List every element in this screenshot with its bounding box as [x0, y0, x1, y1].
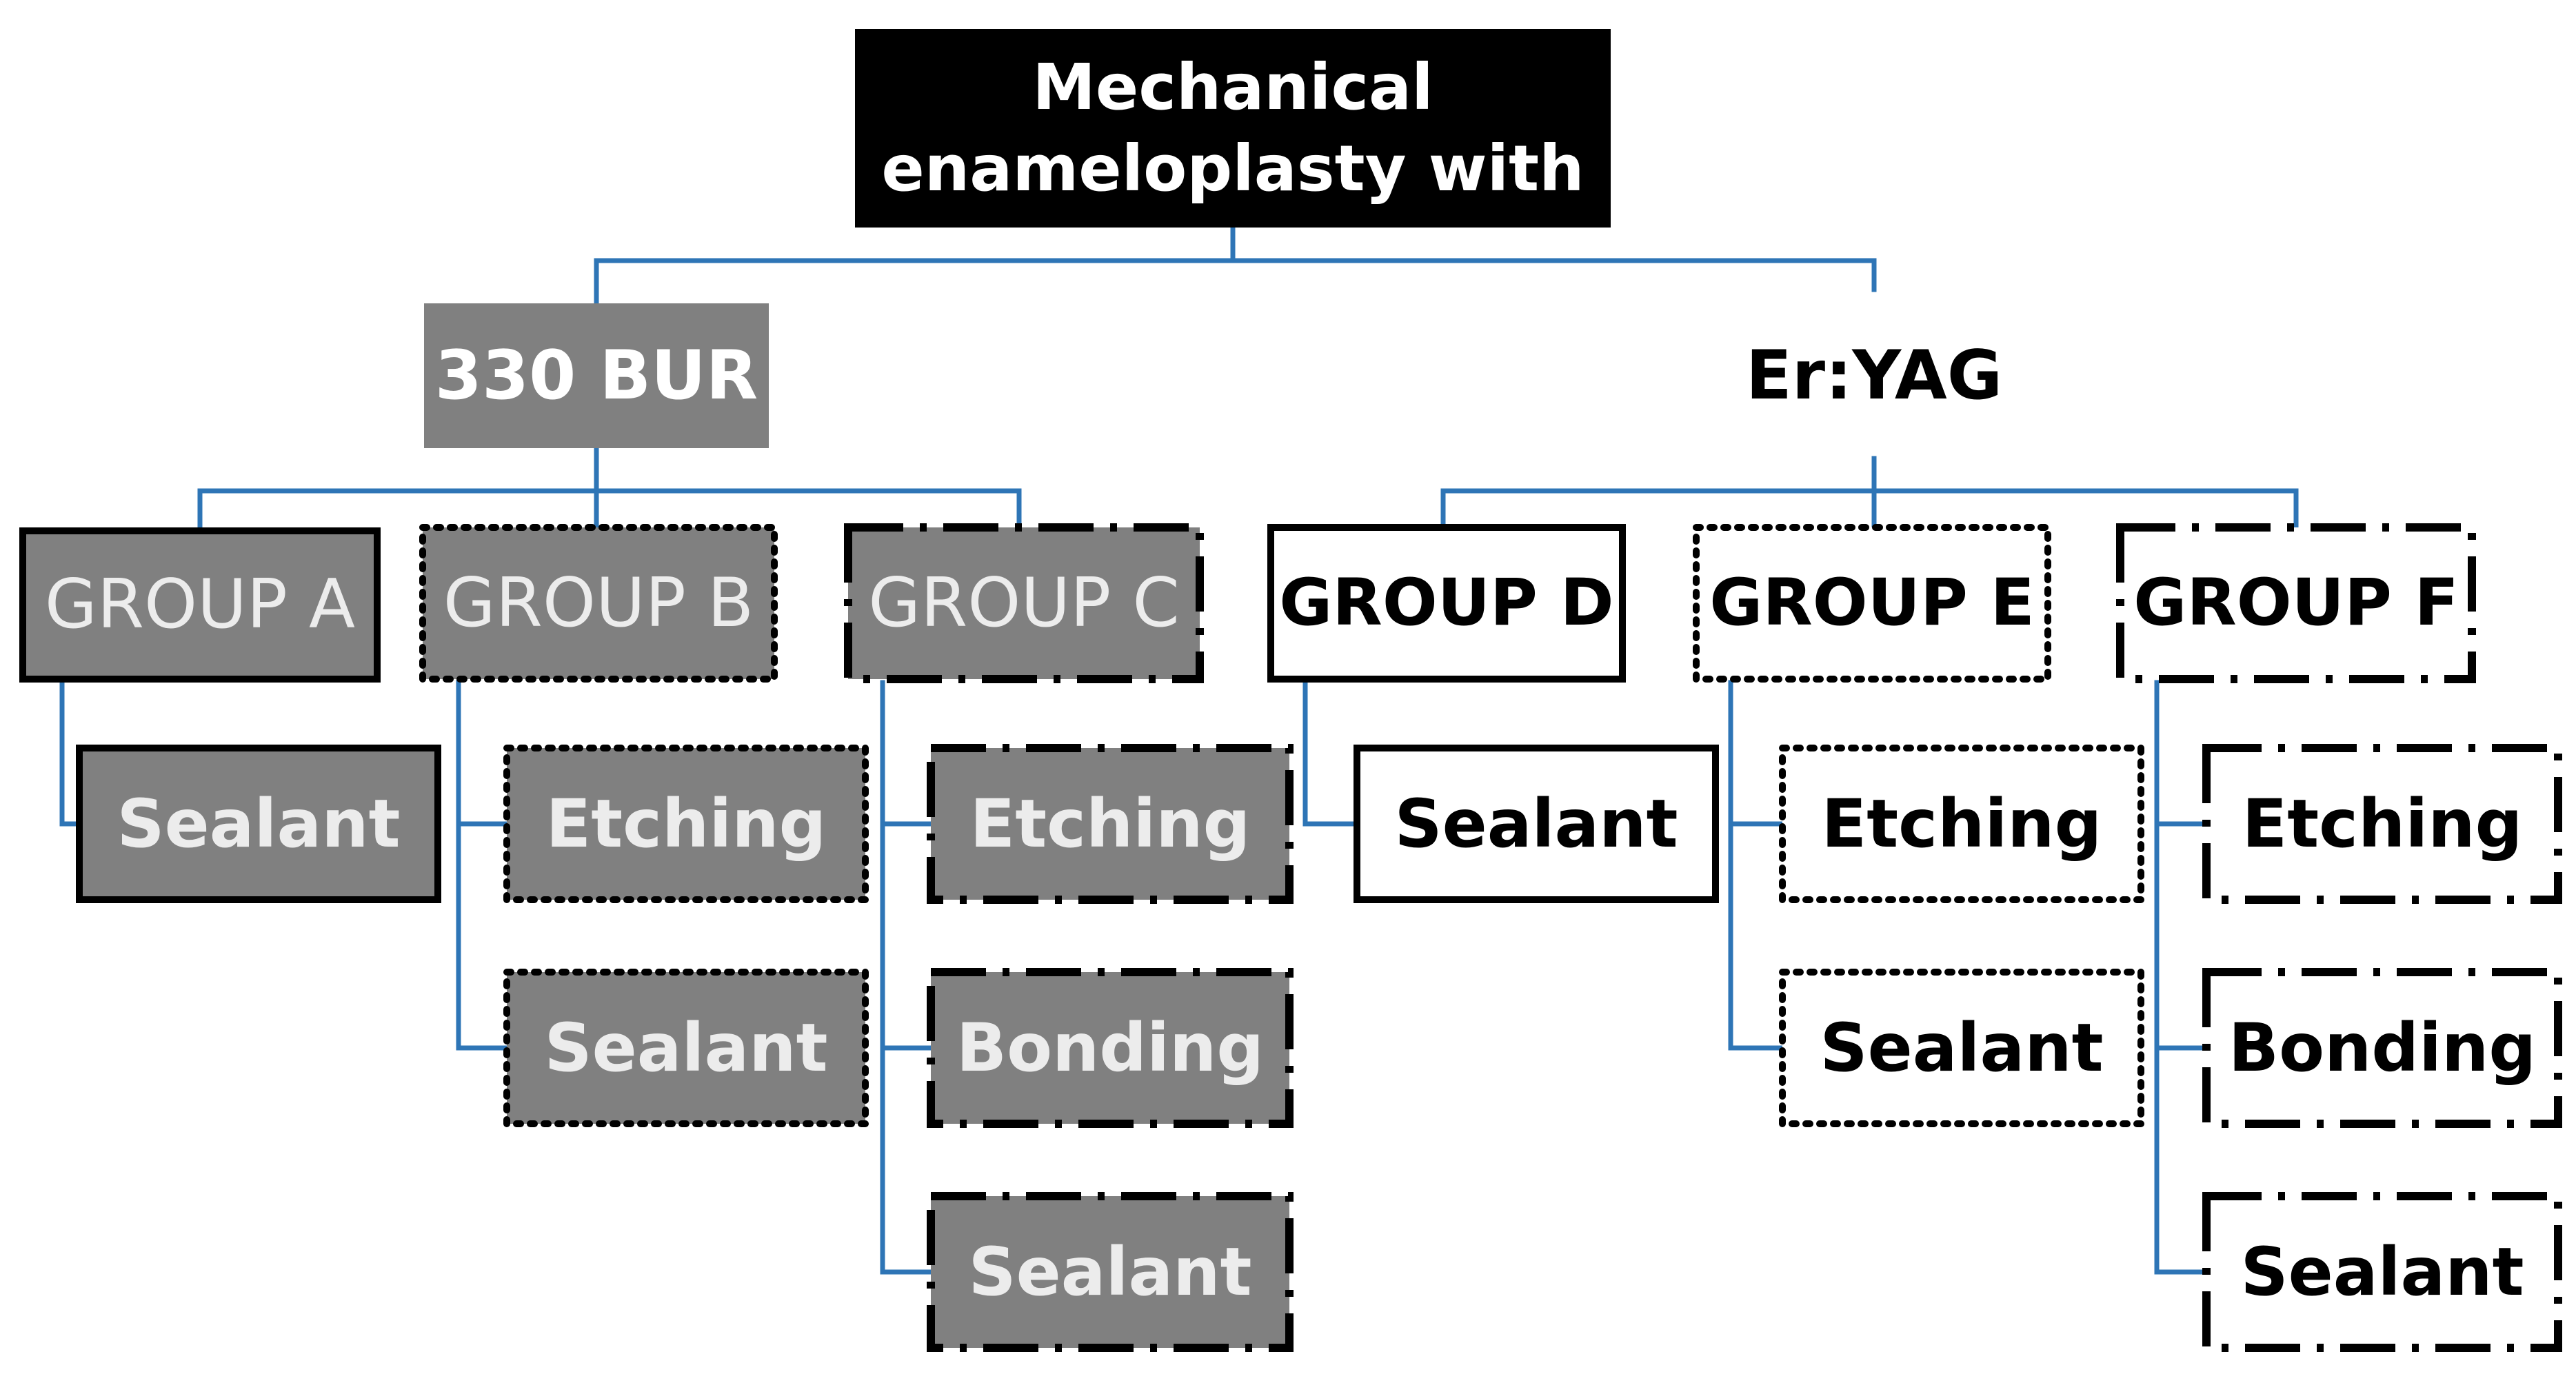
connector-bur-groups: [197, 445, 1022, 530]
step-label: Etching: [2242, 785, 2523, 862]
step-a-sealant: Sealant: [76, 745, 441, 903]
group-d-node: GROUP D: [1267, 524, 1626, 683]
step-f-sealant: Sealant: [2202, 1192, 2562, 1352]
connector-group-b: [456, 680, 510, 1051]
step-label: Sealant: [1820, 1009, 2104, 1087]
connector-group-a: [59, 680, 82, 827]
step-b-etching: Etching: [503, 745, 869, 903]
group-e-node: GROUP E: [1693, 524, 2051, 683]
group-f-node: GROUP F: [2116, 523, 2476, 683]
step-label: Etching: [1821, 785, 2102, 862]
group-label: GROUP B: [443, 563, 754, 643]
step-label: Etching: [545, 785, 827, 862]
root-node: Mechanical enameloplasty with: [855, 29, 1611, 228]
step-label: Sealant: [117, 785, 401, 862]
connector-group-d: [1302, 680, 1360, 827]
group-label: GROUP C: [868, 563, 1180, 643]
step-label: Bonding: [956, 1009, 1265, 1087]
branch-330-bur: 330 BUR: [424, 303, 769, 448]
group-label: GROUP F: [2133, 565, 2459, 640]
branch-label: Er:YAG: [1745, 336, 2003, 415]
connector-group-c: [880, 680, 934, 1275]
group-label: GROUP E: [1709, 565, 2035, 640]
step-c-sealant: Sealant: [927, 1192, 1294, 1352]
step-e-sealant: Sealant: [1779, 969, 2144, 1127]
step-label: Etching: [969, 785, 1251, 862]
step-f-etching: Etching: [2202, 744, 2562, 904]
branch-label: 330 BUR: [434, 336, 758, 415]
connector-eryag-groups: [1440, 456, 2299, 530]
group-c-node: GROUP C: [844, 523, 1204, 683]
root-label: Mechanical enameloplasty with: [881, 50, 1584, 205]
step-c-etching: Etching: [927, 744, 1294, 904]
step-label: Sealant: [544, 1009, 828, 1087]
step-label: Sealant: [968, 1233, 1252, 1311]
group-label: GROUP A: [44, 565, 356, 645]
step-b-sealant: Sealant: [503, 969, 869, 1127]
step-label: Bonding: [2228, 1009, 2537, 1087]
connector-group-e: [1728, 680, 1785, 1051]
step-c-bonding: Bonding: [927, 968, 1294, 1128]
step-d-sealant: Sealant: [1354, 745, 1719, 903]
connector-root-branches: [594, 225, 1877, 306]
step-label: Sealant: [2240, 1233, 2524, 1311]
branch-er-yag: Er:YAG: [1719, 303, 2029, 448]
group-b-node: GROUP B: [419, 524, 778, 683]
group-label: GROUP D: [1279, 565, 1614, 640]
step-e-etching: Etching: [1779, 745, 2144, 903]
connector-group-f: [2154, 680, 2209, 1275]
step-label: Sealant: [1394, 785, 1678, 862]
group-a-node: GROUP A: [19, 527, 381, 683]
step-f-bonding: Bonding: [2202, 968, 2562, 1128]
